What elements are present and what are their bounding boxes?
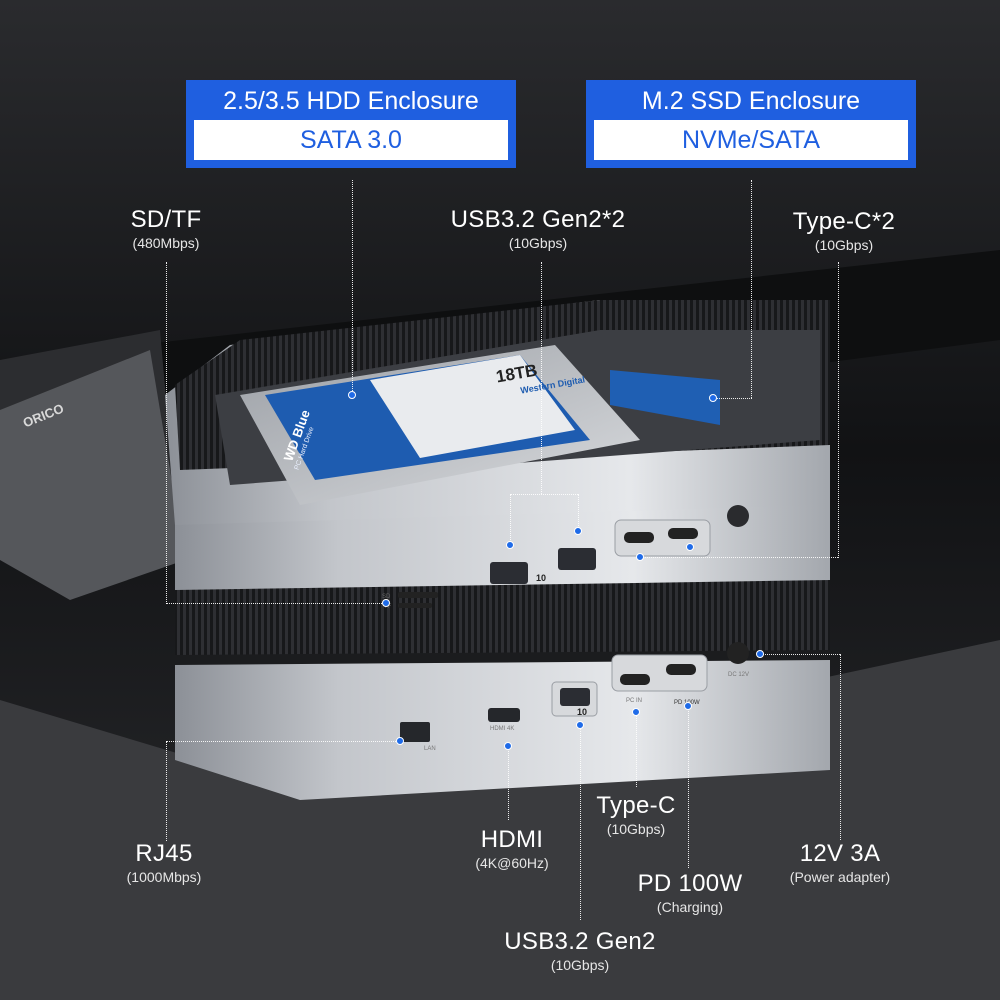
dot-ssd [709,394,717,402]
ssd-enclosure-interface: NVMe/SATA [594,120,908,160]
ssd-enclosure-box: M.2 SSD Enclosure NVMe/SATA [586,80,916,168]
sd-slot [398,592,438,598]
pd-spec: (Charging) [656,899,724,915]
dot-pd [684,702,692,710]
m2-ssd [610,370,720,425]
typec-speed: (10Gbps) [606,821,666,837]
leader-dc [840,654,841,840]
leader-hdd [352,180,353,395]
leader-usb-gen2 [580,725,581,920]
usb-a-port-3 [560,688,590,706]
dc-title: 12V 3A [799,840,881,867]
callout-sdtf: SD/TF (480Mbps) [106,206,226,252]
hdmi-title: HDMI [480,826,544,853]
rj45-title: RJ45 [135,840,193,867]
leader-usb-x2 [541,262,542,494]
dot-usb-gen2 [576,721,584,729]
leader-rj45 [166,741,167,841]
typec-x2-speed: (10Gbps) [814,237,874,253]
usb-a-port-2 [558,548,596,570]
dot-rj45 [396,737,404,745]
dot-hdd [348,391,356,399]
leader-typec [636,712,637,787]
leader-ssd-h [712,398,752,399]
port-label-hdmi: HDMI 4K [490,726,515,732]
dot-usb-2 [574,527,582,535]
power-button [727,505,749,527]
pd-title: PD 100W [637,870,743,897]
usb-speed-mark-top: 10 [536,573,547,583]
usb-gen2-speed: (10Gbps) [550,957,610,973]
dc-spec: (Power adapter) [789,869,891,885]
hdd-enclosure-interface: SATA 3.0 [194,120,508,160]
callout-pd: PD 100W (Charging) [620,870,760,916]
leader-typec-x2-h [640,557,838,558]
callout-dc: 12V 3A (Power adapter) [770,840,910,886]
port-label-pc-in: PC IN [626,698,643,704]
rj45-port [400,722,430,742]
typec-x2-title: Type-C*2 [792,208,896,235]
dot-typec-2 [686,543,694,551]
dot-dc [756,650,764,658]
leader-usb-x2-l [510,494,511,544]
leader-usb-x2-r [578,494,579,530]
usb-c-pc-in-port [620,674,650,685]
leader-usb-x2-h [510,494,578,495]
usb-gen2-title: USB3.2 Gen2 [504,928,656,955]
usb-gen2x2-title: USB3.2 Gen2*2 [450,206,626,233]
usb-c-port-2 [668,528,698,539]
hdmi-spec: (4K@60Hz) [475,855,549,871]
leader-pd [688,706,689,868]
rj45-speed: (1000Mbps) [126,869,202,885]
port-label-sd: SD [382,594,391,600]
port-label-dc: DC 12V [728,672,750,678]
sdtf-speed: (480Mbps) [132,235,200,251]
leader-ssd [751,180,752,398]
dot-sdtf [382,599,390,607]
leader-hdmi [508,746,509,820]
leader-dc-h [760,654,840,655]
leader-rj45-h [166,741,398,742]
dot-typec [632,708,640,716]
usb-a-port-1 [490,562,528,584]
callout-usb-gen2: USB3.2 Gen2 (10Gbps) [490,928,670,974]
leader-sdtf [166,262,167,604]
callout-rj45: RJ45 (1000Mbps) [104,840,224,886]
callout-typec-x2: Type-C*2 (10Gbps) [774,208,914,254]
hdd-enclosure-box: 2.5/3.5 HDD Enclosure SATA 3.0 [186,80,516,168]
port-label-tf: TF [384,604,392,610]
usb-gen2x2-speed: (10Gbps) [508,235,568,251]
leader-typec-x2 [838,262,839,558]
port-label-lan: LAN [424,746,436,752]
dot-hdmi [504,742,512,750]
tf-slot [398,603,432,608]
hdd-enclosure-title: 2.5/3.5 HDD Enclosure [223,87,479,115]
usb-c-port-1 [624,532,654,543]
sdtf-title: SD/TF [130,206,202,233]
typec-title: Type-C [596,792,676,819]
callout-typec: Type-C (10Gbps) [576,792,696,838]
dot-usb-1 [506,541,514,549]
hdmi-port [488,708,520,722]
leader-sdtf-h [166,603,384,604]
dc-jack [727,642,749,664]
orico-external-enclosure [0,350,185,600]
callout-usb-gen2x2: USB3.2 Gen2*2 (10Gbps) [428,206,648,252]
callout-hdmi: HDMI (4K@60Hz) [452,826,572,872]
usb-c-pd-port [666,664,696,675]
hard-drive [240,345,640,505]
usb-speed-mark-bottom: 10 [577,707,588,717]
ssd-enclosure-title: M.2 SSD Enclosure [641,87,861,115]
dot-typec-1 [636,553,644,561]
